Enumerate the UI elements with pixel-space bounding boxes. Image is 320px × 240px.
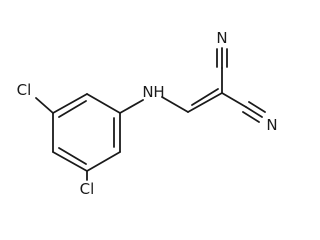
molecule-structure-diagram: Cl Cl N H N N bbox=[17, 29, 278, 198]
atom-label-cl-top: Cl bbox=[17, 81, 32, 99]
ring-bond-c5-c6 bbox=[86, 151, 121, 172]
atom-label-nitrile-n-top: N bbox=[216, 29, 227, 47]
nitrile-triple-bond-right-b bbox=[248, 101, 266, 113]
bond-nh-ch bbox=[161, 96, 189, 113]
atom-label-cl-bottom: Cl bbox=[80, 180, 95, 198]
benzene-ring bbox=[52, 93, 121, 172]
bond-ring-nh bbox=[119, 99, 144, 114]
ring-bond-c2-c3 bbox=[52, 93, 88, 114]
vinyl-double-bond-outer bbox=[187, 92, 223, 113]
ring-double-bond-c2-c3 bbox=[58, 100, 87, 118]
ring-bond-c1-c2 bbox=[86, 93, 121, 114]
nitrile-triple-bond-right-a bbox=[245, 106, 263, 118]
ring-bond-c4-c5 bbox=[52, 151, 88, 172]
bond-ring-cl-top bbox=[35, 97, 54, 114]
nitrile-triple-bond-right-c bbox=[242, 111, 260, 123]
atom-label-nitrile-n-right: N bbox=[266, 116, 277, 134]
ring-double-bond-c4-c5 bbox=[58, 147, 87, 165]
atom-label-amine-h: H bbox=[153, 83, 164, 101]
vinyl-double-bond-inner bbox=[191, 88, 219, 106]
bond-c-cn-right bbox=[221, 92, 247, 108]
atom-label-amine-n: N bbox=[142, 83, 153, 101]
